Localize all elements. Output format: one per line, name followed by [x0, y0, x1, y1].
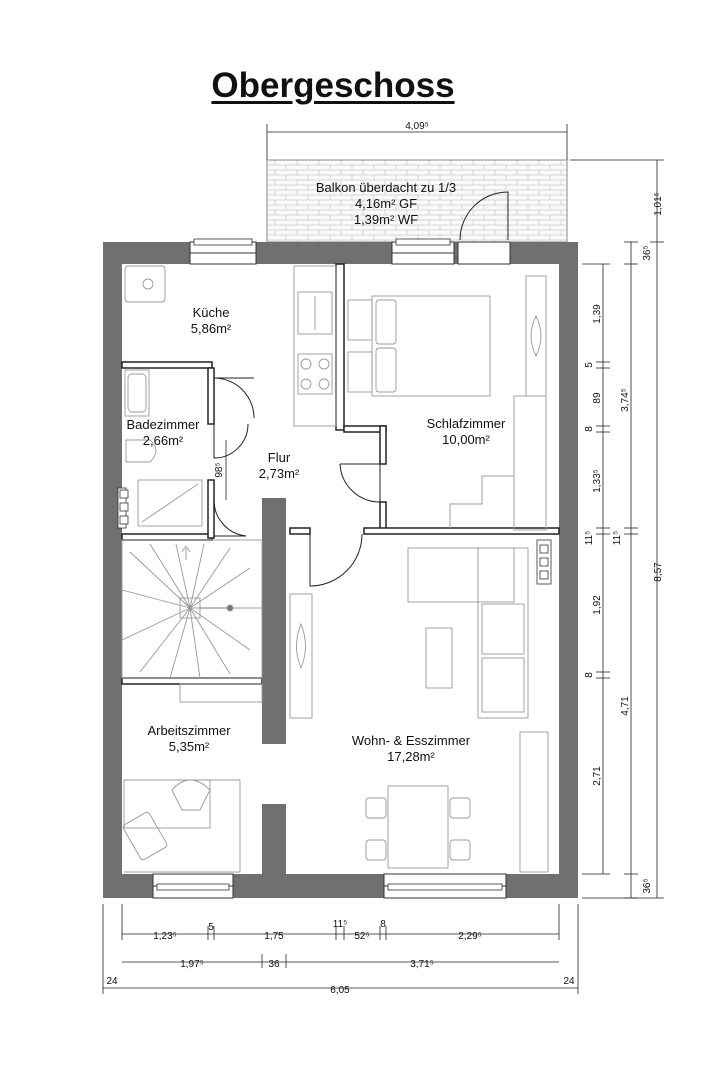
dim-ra-8: 2,71: [592, 766, 603, 786]
dim-rc: 8,57: [653, 562, 664, 582]
dim-b2-1: 36: [268, 959, 280, 970]
flur-area: 2,73m²: [259, 466, 300, 481]
dim-b3-1: 6,05: [330, 985, 350, 996]
dim-b1-6: 2,29⁵: [458, 931, 482, 942]
dim-b1-5: 8: [380, 919, 386, 930]
arbeit-area: 5,35m²: [169, 739, 210, 754]
dim-balcony-depth: 1,01⁵: [653, 192, 664, 216]
dim-rb-1: 3,74⁵: [620, 388, 631, 412]
dim-b1-2: 1,75: [264, 931, 284, 942]
dim-b1-0: 1,23⁵: [153, 931, 177, 942]
dim-ra-4: 1,33⁵: [592, 469, 603, 493]
wohn-name: Wohn- & Esszimmer: [352, 733, 471, 748]
kueche-area: 5,86m²: [191, 321, 232, 336]
dim-b2-0: 1,97⁵: [180, 959, 204, 970]
dim-rb-4: 36⁵: [642, 878, 653, 893]
bedroom-furniture: [347, 275, 547, 531]
dim-ra-0: 1,39: [592, 304, 603, 324]
dim-b3-0: 24: [106, 976, 118, 987]
dimension-texts: 4,09⁵ 1,01⁵ 1,23⁵ 5 1,75 11⁵ 52⁵ 8 2,29⁵…: [106, 121, 664, 996]
dim-ra-6: 1,92: [592, 595, 603, 615]
study-furniture: [122, 683, 263, 873]
arbeit-name: Arbeitszimmer: [147, 723, 231, 738]
schlaf-name: Schlafzimmer: [427, 416, 506, 431]
kueche-name: Küche: [193, 305, 230, 320]
balcony-label: Balkon überdacht zu 1/3: [316, 180, 456, 195]
dim-b1-3: 11⁵: [333, 919, 348, 930]
dim-ra-2: 89: [592, 392, 603, 404]
kitchen-furniture: [124, 265, 337, 427]
dimension-lines: [102, 124, 664, 994]
bad-area: 2,66m²: [143, 433, 184, 448]
doors: [213, 191, 509, 587]
bad-name: Badezimmer: [127, 417, 201, 432]
schlaf-area: 10,00m²: [442, 432, 490, 447]
dim-b2-2: 3,71⁵: [410, 959, 434, 970]
dim-rb-3: 4,71: [620, 696, 631, 716]
balcony: Balkon überdacht zu 1/3 4,16m² GF 1,39m²…: [266, 159, 568, 243]
balcony-wf: 1,39m² WF: [354, 212, 418, 227]
wohn-area: 17,28m²: [387, 749, 435, 764]
page-title: Obergeschoss: [211, 66, 455, 105]
dim-b1-4: 52⁵: [354, 931, 369, 942]
windows: [117, 238, 552, 899]
dim-rb-0: 36⁵: [642, 245, 653, 260]
dim-balcony-width: 4,09⁵: [405, 121, 429, 132]
dim-ra-1: 5: [584, 362, 595, 368]
interior-walls: [121, 263, 560, 685]
bathroom-furniture: [124, 369, 203, 527]
flur-name: Flur: [268, 450, 291, 465]
thick-wall: [262, 498, 286, 876]
living-furniture: [289, 547, 549, 873]
dim-ra-5: 11⁵: [584, 531, 595, 546]
dim-b1-1: 5: [208, 922, 214, 933]
dim-rb-2: 11⁵: [612, 531, 623, 546]
stairs: [121, 539, 263, 679]
dim-ra-7: 8: [584, 672, 595, 678]
room-labels: Küche 5,86m² Badezimmer 2,66m² Flur 2,73…: [127, 305, 507, 764]
dim-b3-2: 24: [563, 976, 575, 987]
dim-ra-3: 8: [584, 426, 595, 432]
dim-flur-door: 98⁵: [214, 462, 225, 477]
balcony-gf: 4,16m² GF: [355, 196, 417, 211]
